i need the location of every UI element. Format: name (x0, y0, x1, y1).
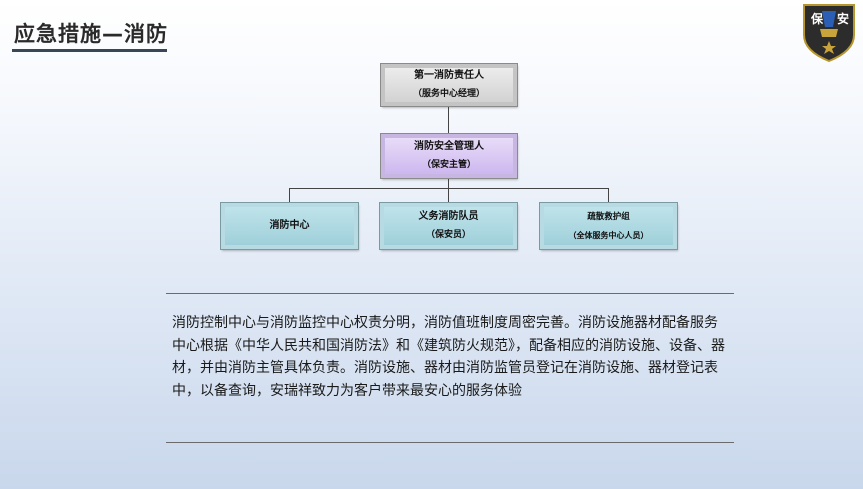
description-paragraph: 消防控制中心与消防监控中心权责分明，消防值班制度周密完善。消防设施器材配备服务中… (172, 315, 725, 399)
connector-bus-child-2 (448, 188, 449, 203)
org-box-child3-line2: （全体服务中心人员） (568, 231, 649, 240)
org-box-first-line2: （服务中心经理） (412, 89, 485, 99)
connector-horizontal-bus (289, 188, 609, 189)
connector-top-second (448, 107, 449, 134)
logo-text-left: 保 (810, 11, 824, 26)
org-box-child2-line1: 义务消防队员 (418, 211, 479, 222)
connector-bus-child-1 (289, 188, 290, 203)
org-box-first-line1: 第一消防责任人 (414, 70, 484, 81)
security-badge-logo: 保 安 (803, 4, 855, 63)
description-bottom-rule (166, 442, 734, 443)
org-box-second-line2: （保安主管） (421, 160, 476, 170)
connector-second-bus (448, 179, 449, 188)
description-top-rule (166, 293, 734, 294)
title-underline (12, 49, 167, 52)
org-box-volunteer-firefighters: 义务消防队员 （保安员） (379, 202, 518, 250)
org-box-child2-line2: （保安员） (425, 230, 471, 240)
org-box-evacuation-rescue: 疏散救护组 （全体服务中心人员） (539, 202, 678, 250)
org-box-child3-line1: 疏散救护组 (587, 212, 630, 222)
org-box-second-line1: 消防安全管理人 (414, 141, 484, 152)
connector-bus-child-3 (608, 188, 609, 203)
org-box-child1-line1: 消防中心 (269, 220, 310, 231)
org-box-first-responsible: 第一消防责任人 （服务中心经理） (380, 63, 518, 107)
logo-text-right: 安 (837, 11, 849, 26)
org-box-safety-manager: 消防安全管理人 （保安主管） (380, 133, 518, 179)
org-box-fire-center: 消防中心 (220, 202, 359, 250)
page-title: 应急措施—消防 (14, 22, 168, 46)
